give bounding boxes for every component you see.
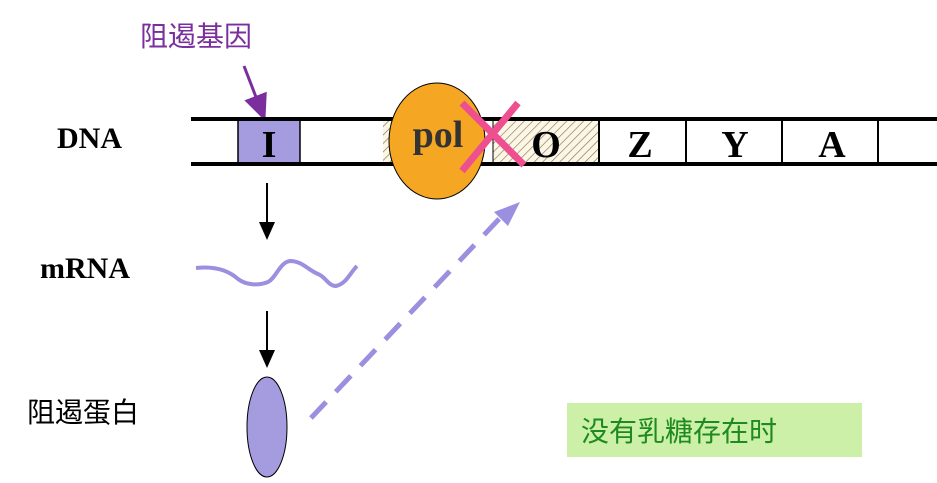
block-cross-icon [459,100,527,174]
condition-box [567,403,862,457]
dna-row-label: DNA [57,122,122,155]
protein-row-label: 阻遏蛋白 [27,396,139,429]
repressor-gene-arrow [242,65,267,122]
operator-label: O [531,124,561,166]
y-gene-label: Y [721,124,748,166]
polymerase-label: pol [413,114,464,156]
binding-arrow-head [494,202,520,226]
repressor-protein [246,376,288,478]
z-gene-label: Z [627,124,652,166]
i-gene-label: I [262,124,277,166]
condition-label: 没有乳糖存在时 [581,415,777,448]
a-gene-label: A [818,124,846,166]
dna-segment-i-gene [237,118,301,164]
mrna-row-label: mRNA [40,252,130,285]
mrna-strand [195,258,359,289]
repressor-gene-label: 阻遏基因 [140,20,252,53]
binding-dashed-arrow [309,216,502,420]
